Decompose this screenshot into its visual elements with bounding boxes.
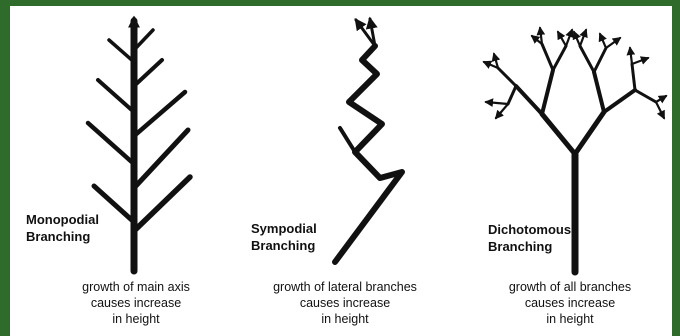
dichotomous-caption: growth of all branches causes increase i…: [475, 279, 665, 327]
monopodial-tree: [88, 18, 190, 271]
sympodial-tree: [335, 19, 402, 262]
dichotomous-caption-line: in height: [475, 311, 665, 327]
sympodial-label-line1: Sympodial: [251, 220, 317, 237]
monopodial-caption: growth of main axis causes increase in h…: [46, 279, 226, 327]
sympodial-caption: growth of lateral branches causes increa…: [250, 279, 440, 327]
monopodial-caption-line: growth of main axis: [46, 279, 226, 295]
sympodial-caption-line: causes increase: [250, 295, 440, 311]
sympodial-caption-line: growth of lateral branches: [250, 279, 440, 295]
dichotomous-label: Dichotomous Branching: [488, 221, 571, 255]
dichotomous-caption-line: causes increase: [475, 295, 665, 311]
dichotomous-caption-line: growth of all branches: [475, 279, 665, 295]
monopodial-label: Monopodial Branching: [26, 211, 99, 245]
monopodial-label-line2: Branching: [26, 228, 99, 245]
diagram-panel: Monopodial Branching Sympodial Branching…: [10, 6, 672, 336]
sympodial-caption-line: in height: [250, 311, 440, 327]
dichotomous-label-line1: Dichotomous: [488, 221, 571, 238]
monopodial-caption-line: in height: [46, 311, 226, 327]
sympodial-label-line2: Branching: [251, 237, 317, 254]
monopodial-label-line1: Monopodial: [26, 211, 99, 228]
monopodial-caption-line: causes increase: [46, 295, 226, 311]
dichotomous-label-line2: Branching: [488, 238, 571, 255]
sympodial-label: Sympodial Branching: [251, 220, 317, 254]
